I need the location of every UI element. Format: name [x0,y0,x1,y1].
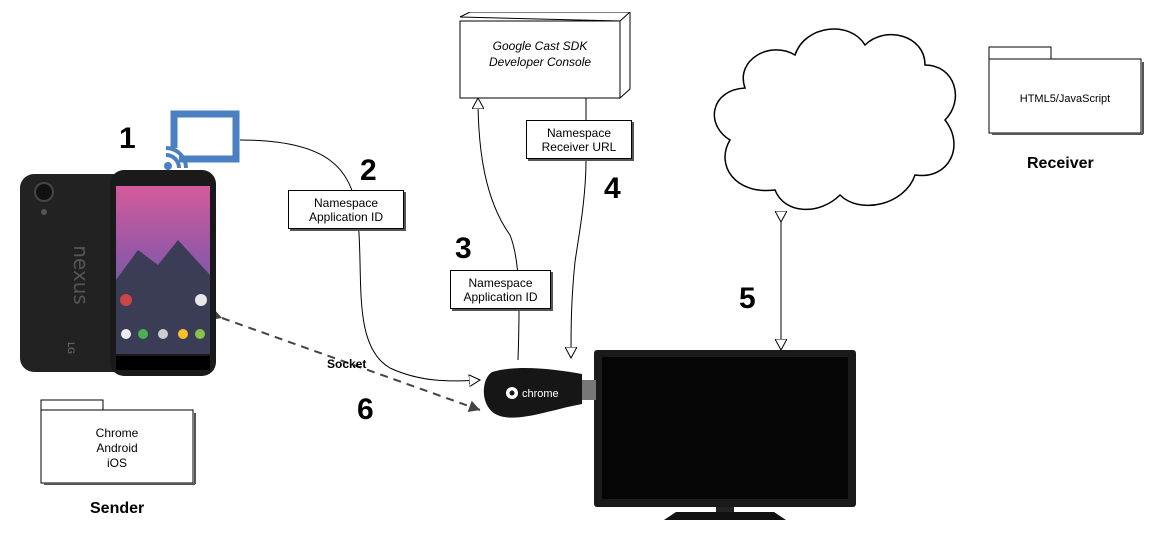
receiver-package-icon [988,46,1144,135]
step-2-number: 2 [360,154,377,187]
chromecast-dongle: chrome [483,367,596,418]
step-3-number: 3 [455,232,472,265]
namespace-application-id-label-mid: Namespace Application ID [450,270,551,309]
phone-brand-text: nexus [69,245,93,305]
step-1-number: 1 [119,122,136,155]
dongle-chrome-text: chrome [522,388,559,400]
socket-label: Socket [327,357,367,371]
developer-console-node [459,12,631,100]
platform-chrome: Chrome [95,426,139,440]
sender-platform-list: Chrome Android iOS [41,426,193,471]
platform-android: Android [96,441,138,455]
receiver-package-label: HTML5/JavaScript [1019,93,1111,105]
internet-cloud [713,28,956,211]
step-6-number: 6 [357,393,374,426]
namespace-application-id-label-top: Namespace Application ID [288,190,404,229]
sender-package-icon [40,399,196,485]
phone-maker-text: LG [65,342,75,354]
developer-console-label: Google Cast SDK Developer Console [488,39,592,69]
sender-caption: Sender [90,500,145,517]
platform-ios: iOS [106,456,127,470]
step-4-number: 4 [604,172,621,205]
receiver-caption: Receiver [1027,155,1094,172]
step-5-number: 5 [739,282,756,315]
dongle-to-console-line [478,98,520,361]
nexus-phone: nexus LG [20,170,216,376]
socket-dashed-line [209,308,481,412]
namespace-receiver-url-label: Namespace Receiver URL [526,120,632,159]
cast-icon [164,110,240,170]
tv-display [594,350,856,520]
